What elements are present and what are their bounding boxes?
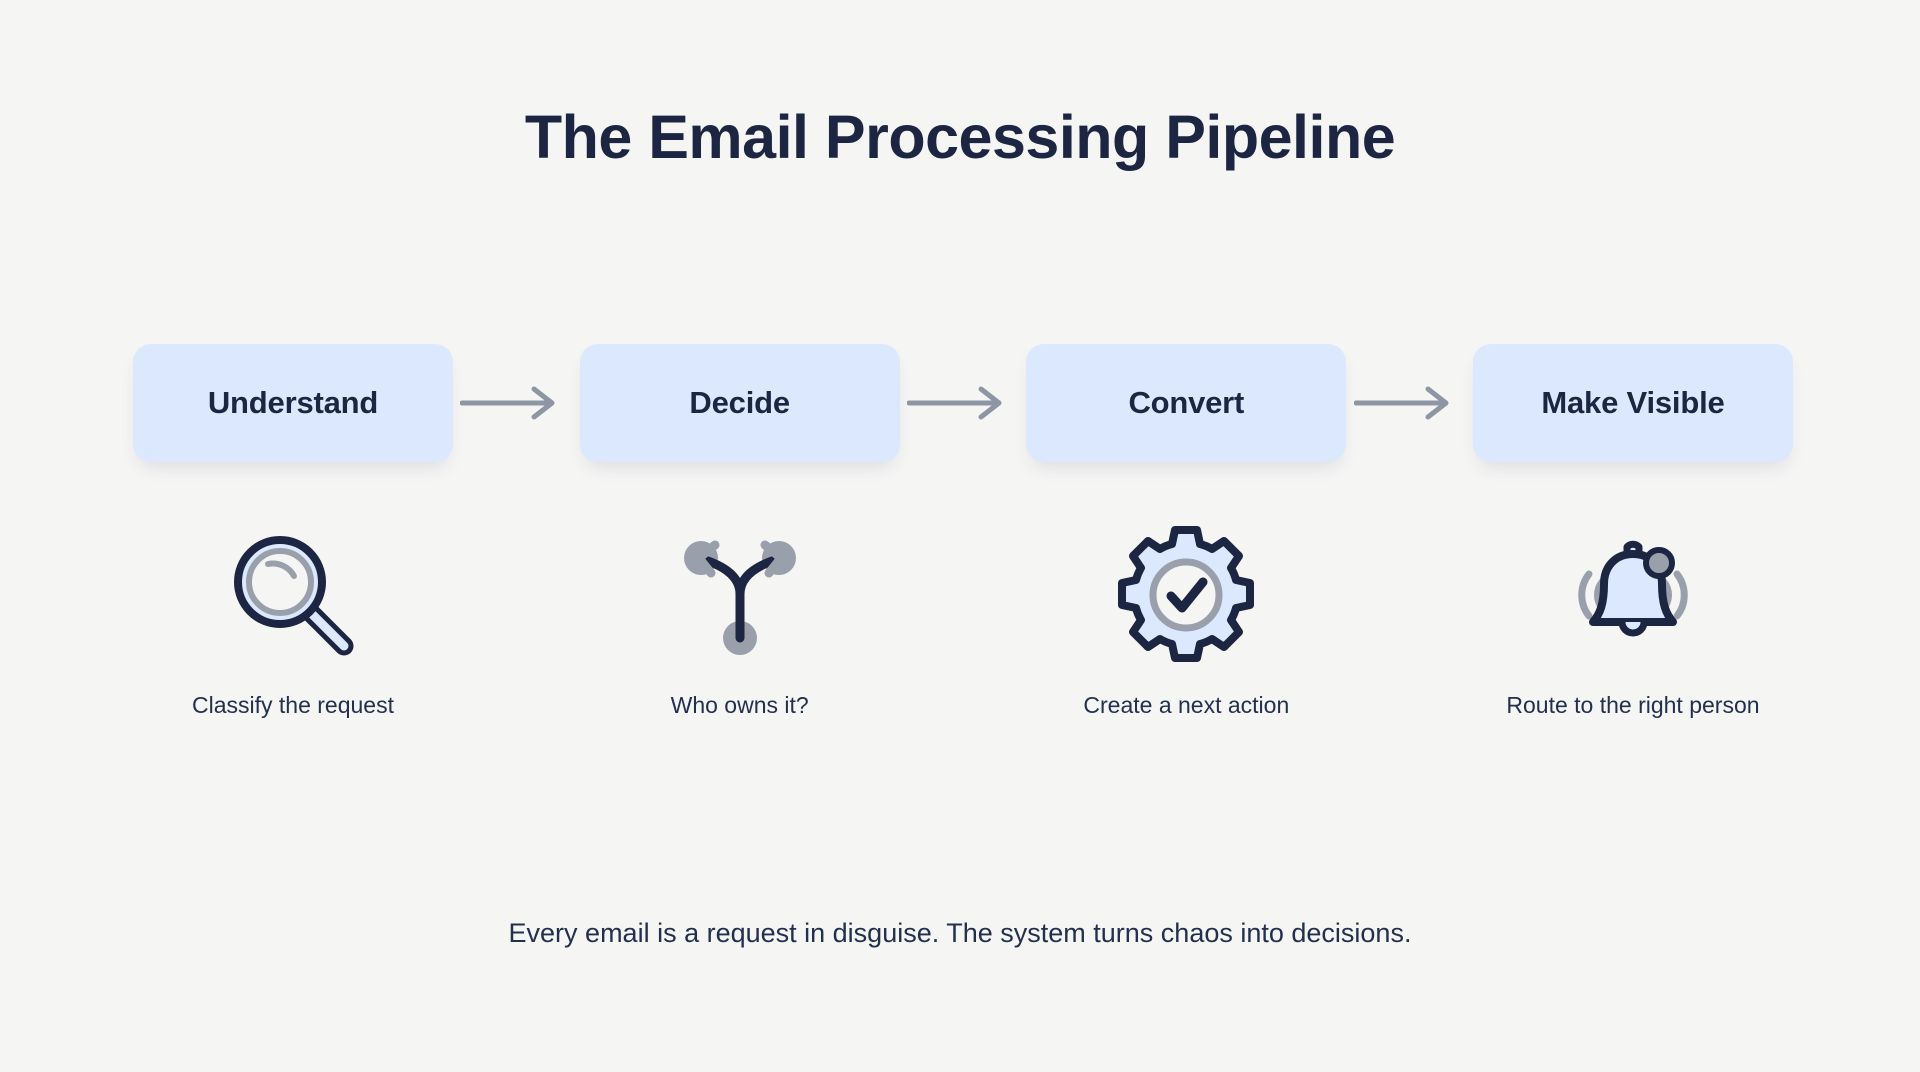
caption-cell-understand: Classify the request — [133, 692, 453, 719]
caption-cell-make-visible: Route to the right person — [1473, 692, 1793, 719]
icon-spacer-2 — [907, 510, 1019, 680]
caption-cell-decide: Who owns it? — [580, 692, 900, 719]
branch-fork-icon — [683, 540, 796, 655]
stage-label-decide: Decide — [689, 385, 790, 420]
caption-cell-convert: Create a next action — [1026, 692, 1346, 719]
pipeline-icon-row — [133, 510, 1793, 680]
caption-make-visible: Route to the right person — [1506, 692, 1760, 718]
icon-cell-decide — [580, 510, 900, 680]
arrow-right-icon-1 — [460, 383, 572, 423]
page-title: The Email Processing Pipeline — [524, 103, 1396, 171]
caption-spacer-2 — [907, 692, 1019, 719]
caption-convert: Create a next action — [1083, 692, 1290, 718]
stage-label-convert: Convert — [1128, 385, 1245, 420]
stage-label-understand: Understand — [207, 385, 379, 420]
bell-icon — [1578, 540, 1688, 637]
arrow-right-icon-2 — [906, 383, 1019, 423]
caption-spacer-1 — [460, 692, 572, 719]
stage-box-make-visible[interactable]: Make Visible — [1472, 344, 1793, 462]
stage-box-convert[interactable]: Convert — [1026, 344, 1347, 462]
icon-spacer-1 — [460, 510, 572, 680]
caption-understand: Classify the request — [192, 692, 394, 718]
pipeline-caption-row: Classify the request Who owns it? Create… — [133, 692, 1793, 719]
icon-cell-understand — [133, 510, 453, 680]
icon-cell-convert — [1026, 510, 1346, 680]
icon-spacer-3 — [1354, 510, 1466, 680]
caption-decide: Who owns it? — [670, 692, 809, 718]
magnifying-glass-icon — [234, 536, 354, 656]
footer-note: Every email is a request in disguise. Th… — [508, 918, 1412, 948]
stage-box-decide[interactable]: Decide — [579, 344, 900, 462]
caption-spacer-3 — [1354, 692, 1466, 719]
gear-check-icon — [1118, 526, 1255, 662]
stage-label-make-visible: Make Visible — [1541, 385, 1725, 420]
arrow-right-icon-3 — [1353, 383, 1466, 423]
pipeline-stage-row: Understand Decide Convert — [133, 341, 1793, 465]
stage-box-understand[interactable]: Understand — [133, 344, 453, 462]
icon-cell-make-visible — [1473, 510, 1793, 680]
